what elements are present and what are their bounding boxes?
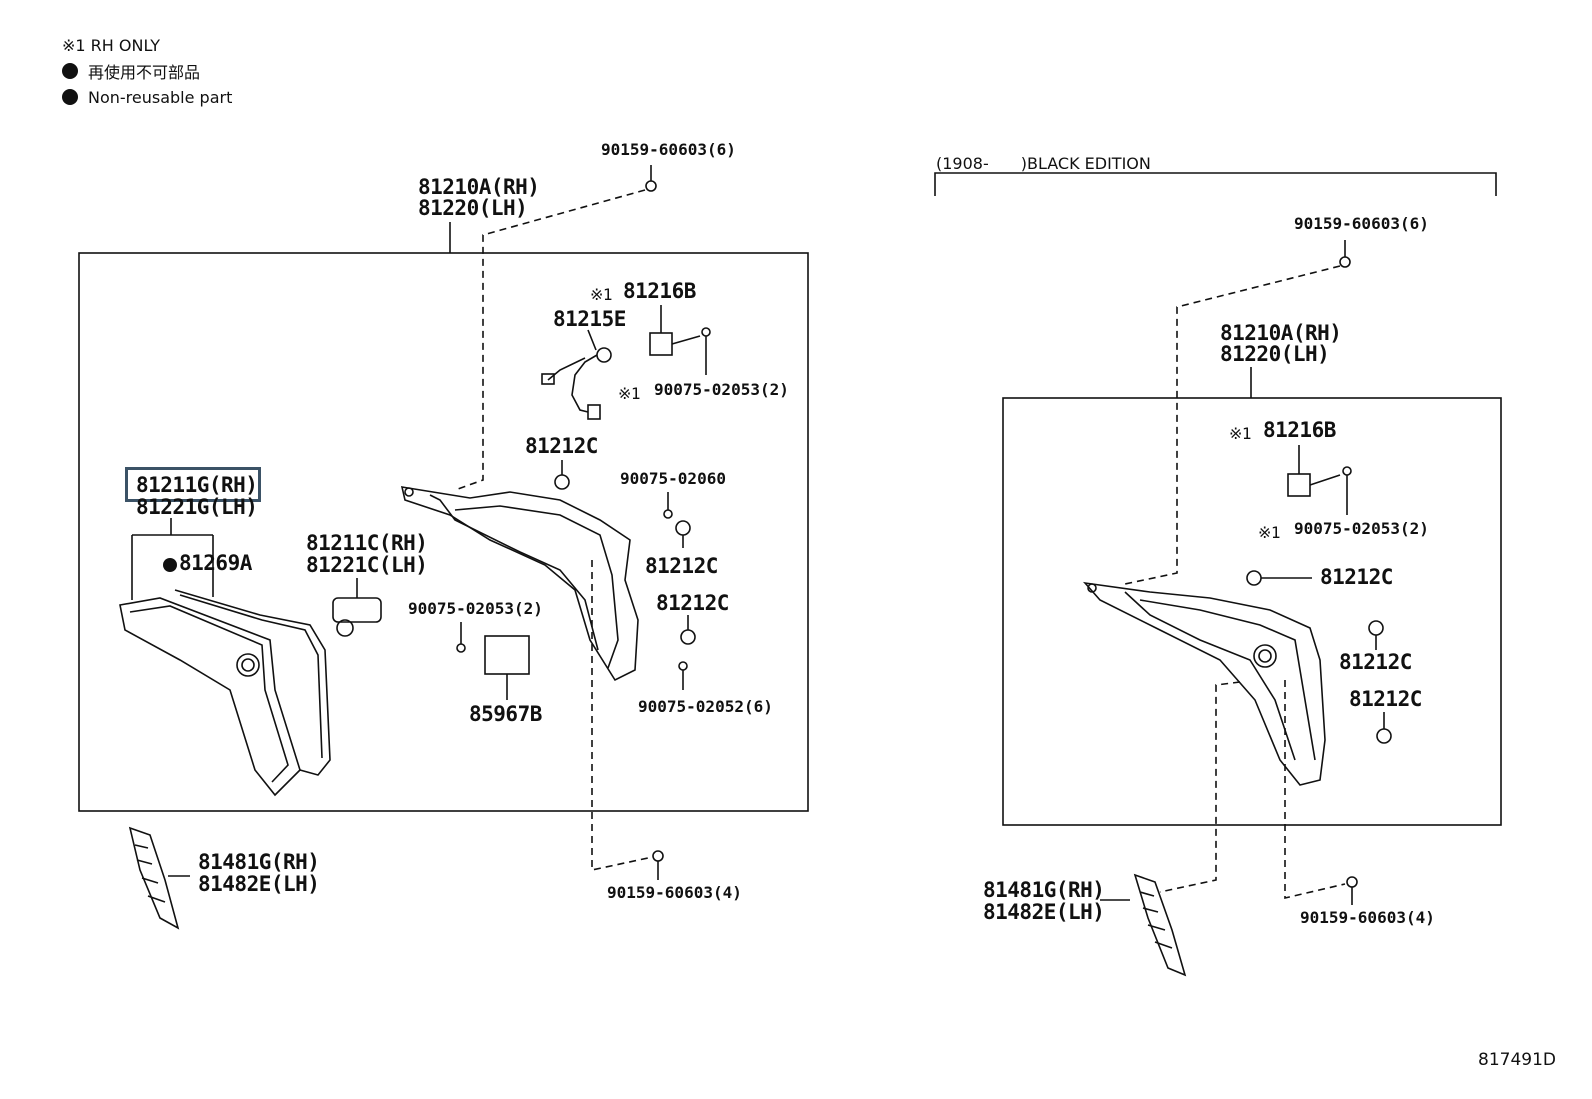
non-reusable-en-row: Non-reusable part: [62, 84, 232, 110]
left-cap-mid-label: 81212C: [645, 554, 718, 578]
wire-harness-drawing: [541, 329, 612, 420]
left-dashed-guide-bottom: [591, 560, 649, 871]
left-assy-lh-label: 81220(LH): [418, 196, 528, 220]
top-screw-left-drawing: [645, 180, 657, 192]
left-dashed-guide-top: [454, 189, 646, 491]
left-socket-rh-label: 81211C(RH): [306, 531, 428, 555]
right-bracket-note: ※1: [1229, 424, 1252, 443]
cap-a-right-drawing: [1246, 570, 1262, 586]
left-wire-label: 81215E: [553, 307, 626, 331]
non-reusable-dot-icon: [62, 63, 78, 79]
left-screw-rh-note: ※1: [618, 384, 641, 403]
right-bracket-label: 81216B: [1263, 418, 1336, 442]
bracket-drawing-right: [1287, 445, 1352, 515]
left-header-screw-label: 90159-60603(6): [601, 140, 736, 159]
left-lens-rh-label[interactable]: 81211G(RH): [136, 473, 258, 497]
black-edition-label: (1908- )BLACK EDITION: [936, 154, 1151, 173]
left-screw-rh-label: 90075-02053(2): [654, 380, 789, 399]
non-reusable-en-text: Non-reusable part: [88, 87, 233, 107]
left-gasket-label: 81269A: [179, 551, 252, 575]
lens-housing-drawing: [119, 518, 331, 797]
bottom-screw-right-drawing: [1346, 876, 1358, 888]
left-module-label: 85967B: [469, 702, 542, 726]
left-screw-module-label: 90075-02053(2): [408, 599, 543, 618]
left-bottom-screw-label: 90159-60603(4): [607, 883, 742, 902]
left-bracket-note: ※1: [590, 285, 613, 304]
non-reusable-jp-row: 再使用不可部品: [62, 58, 232, 84]
right-header-screw-label: 90159-60603(6): [1294, 214, 1429, 233]
right-screw-label: 90075-02053(2): [1294, 519, 1429, 538]
left-lens-lh-label: 81221G(LH): [136, 495, 258, 519]
gasket-non-reusable-dot-icon: [163, 558, 177, 572]
right-assembly-frame: [1002, 397, 1502, 826]
right-assy-rh-label: 81210A(RH): [1220, 321, 1342, 345]
cover-drawing-left: [128, 826, 190, 930]
right-cover-rh-label: 81481G(RH): [983, 878, 1105, 902]
cap-mid-drawing: [675, 520, 691, 536]
cap-c-right-drawing: [1376, 728, 1392, 744]
right-cap-a-label: 81212C: [1320, 565, 1393, 589]
left-cover-lh-label: 81482E(LH): [198, 872, 320, 896]
left-screw-mid-label: 90075-02060: [620, 469, 726, 488]
socket-drawing: [332, 578, 382, 637]
edition-bracket: [934, 172, 1497, 196]
rh-only-note: ※1 RH ONLY: [62, 32, 232, 58]
screw-mid-drawing: [663, 509, 673, 519]
page-number: 817491D: [1478, 1050, 1556, 1070]
left-cap-top-label: 81212C: [525, 434, 598, 458]
legend: ※1 RH ONLY 再使用不可部品 Non-reusable part: [62, 32, 232, 110]
right-dashed-guide-bottom: [1284, 680, 1346, 900]
mount-bracket-drawing: [400, 486, 639, 682]
selected-part-highlight[interactable]: [125, 467, 261, 502]
cap-top-drawing: [554, 474, 570, 490]
housing-drawing-right: [1082, 581, 1326, 786]
right-cap-c-label: 81212C: [1349, 687, 1422, 711]
left-assembly-frame: [78, 252, 809, 812]
cover-drawing-right: [1100, 873, 1187, 977]
left-socket-lh-label: 81221C(LH): [306, 553, 428, 577]
bottom-screw-left-drawing: [652, 850, 664, 862]
right-assy-lh-label: 81220(LH): [1220, 342, 1330, 366]
left-screw-low-label: 90075-02052(6): [638, 697, 773, 716]
top-screw-right-drawing: [1339, 256, 1351, 268]
non-reusable-jp-text: 再使用不可部品: [88, 63, 201, 82]
right-dashed-guide-top: [1124, 265, 1341, 585]
left-cap-low-label: 81212C: [656, 591, 729, 615]
screw-low-drawing: [678, 661, 688, 671]
right-cap-b-label: 81212C: [1339, 650, 1412, 674]
right-dashed-guide-lower: [1159, 681, 1241, 893]
cap-b-right-drawing: [1368, 620, 1384, 636]
non-reusable-dot-icon: [62, 89, 78, 105]
rh-only-text: ※1 RH ONLY: [62, 35, 161, 55]
right-bottom-screw-label: 90159-60603(4): [1300, 908, 1435, 927]
right-cover-lh-label: 81482E(LH): [983, 900, 1105, 924]
right-screw-note: ※1: [1258, 523, 1281, 542]
module-drawing: [456, 622, 530, 700]
cap-low-drawing: [680, 629, 696, 645]
left-bracket-label: 81216B: [623, 279, 696, 303]
left-assy-rh-label: 81210A(RH): [418, 175, 540, 199]
bracket-drawing-left: [649, 305, 711, 375]
left-cover-rh-label: 81481G(RH): [198, 850, 320, 874]
